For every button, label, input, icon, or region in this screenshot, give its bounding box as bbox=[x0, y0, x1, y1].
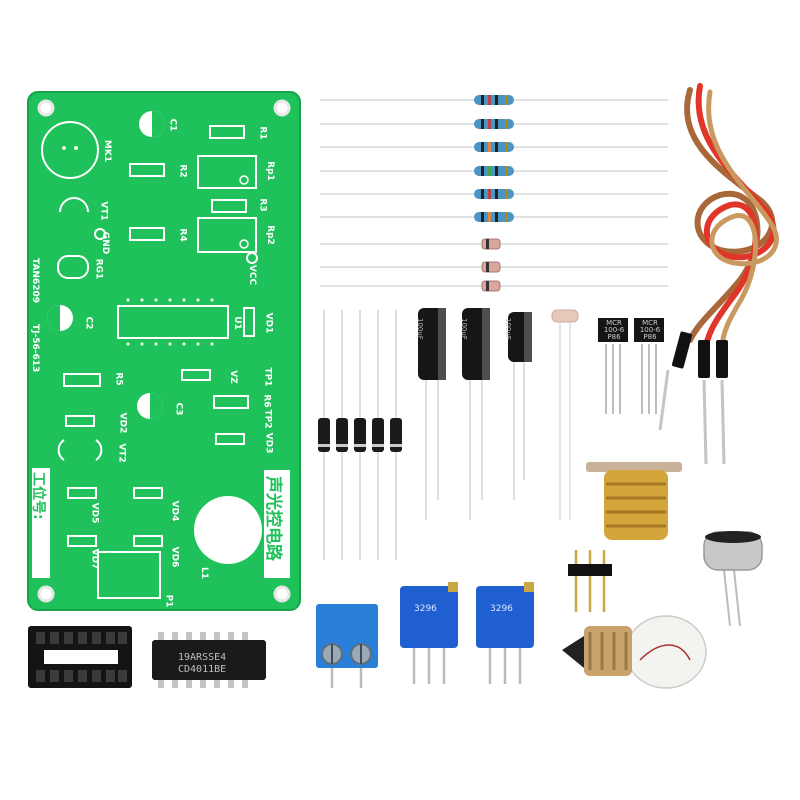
electrolytic-capacitors bbox=[418, 308, 532, 520]
capacitor-marking-3: 100uF bbox=[504, 318, 512, 340]
photoresistor bbox=[551, 309, 579, 520]
mk1-footprint bbox=[41, 121, 99, 179]
scr-transistors bbox=[598, 318, 664, 414]
scr-marking-2-line2: 100-6 bbox=[639, 326, 661, 334]
dupont-connectors bbox=[658, 331, 728, 465]
light-bulb bbox=[562, 615, 707, 689]
scr-marking-2: MCR 100-6 P86 bbox=[638, 320, 662, 341]
scr-marking-1-line1: MCR bbox=[606, 319, 622, 327]
wire-bundle bbox=[684, 83, 779, 353]
trimmer-potentiometers bbox=[400, 582, 534, 684]
rectifier-diodes bbox=[318, 310, 402, 560]
lamp-socket bbox=[586, 462, 682, 540]
signal-diodes bbox=[481, 238, 501, 292]
cd4011-ic bbox=[152, 632, 266, 688]
trimmer-marking-2: 3296 bbox=[490, 604, 513, 614]
trimmer-marking-1: 3296 bbox=[414, 604, 437, 614]
electret-microphone bbox=[703, 531, 763, 627]
screw-terminal-block bbox=[316, 604, 378, 688]
scr-marking-2-line1: MCR bbox=[642, 319, 658, 327]
scr-marking-2-line3: P86 bbox=[643, 333, 657, 341]
capacitor-marking-2: 100uF bbox=[460, 318, 468, 340]
ic-marking-line2: CD4011BE bbox=[178, 664, 227, 675]
pcb-board bbox=[27, 91, 301, 611]
ic-socket bbox=[28, 626, 132, 688]
scr-marking-1-line2: 100-6 bbox=[603, 326, 625, 334]
scr-marking-1: MCR 100-6 P86 bbox=[602, 320, 626, 341]
resistors bbox=[474, 95, 514, 222]
capacitor-marking-1: 100uF bbox=[416, 318, 424, 340]
ic-marking-line1: 19ARSSE4 bbox=[178, 652, 227, 663]
header-pins bbox=[568, 550, 612, 612]
scr-marking-1-line3: P86 bbox=[607, 333, 621, 341]
